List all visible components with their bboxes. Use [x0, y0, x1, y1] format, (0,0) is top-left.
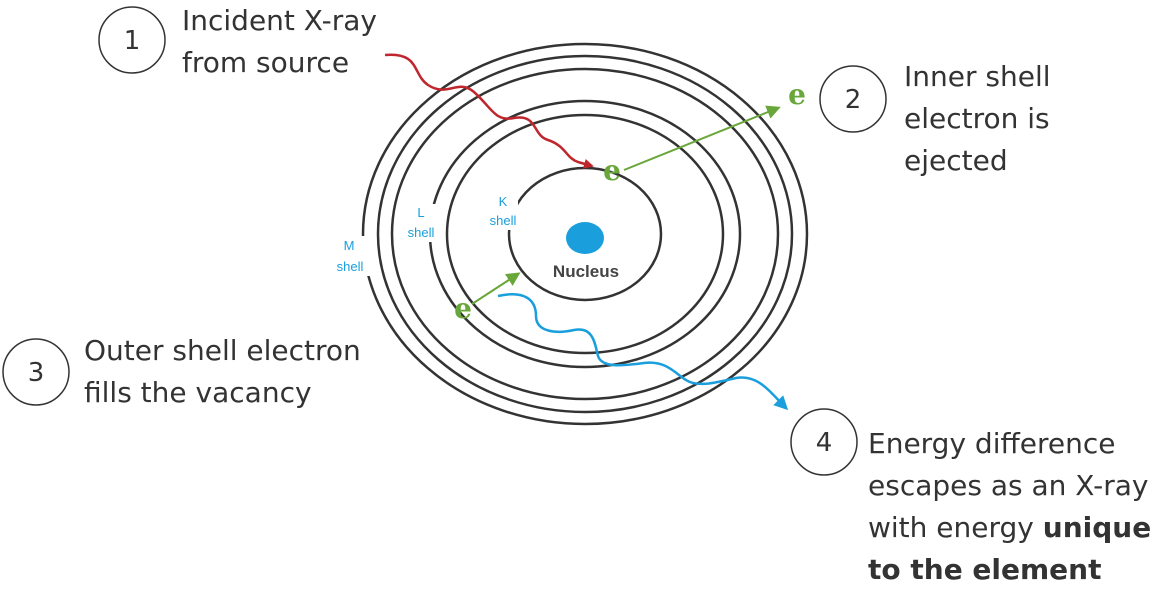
vacancy-fill-arrow [471, 272, 521, 305]
step-2-line-2: electron is [904, 102, 1050, 135]
step-3-text: Outer shell electron fills the vacancy [84, 330, 361, 414]
step-4-line-4: to the element [868, 549, 1151, 591]
step-4-line-1: Energy difference [868, 427, 1116, 460]
m-shell-label: M shell [332, 236, 370, 276]
ejected-electron-at-k-shell: e [603, 154, 621, 187]
step-4-line-2: escapes as an X-ray [868, 469, 1149, 502]
step-1-line-2: from source [182, 46, 350, 79]
svg-text:M: M [344, 238, 355, 253]
step-4-bold-element: to the element [868, 553, 1102, 586]
incident-xray-arrow [384, 53, 594, 169]
svg-text:shell: shell [337, 259, 364, 274]
step-4-bold-unique: unique [1042, 511, 1152, 544]
nucleus-dot [566, 222, 604, 254]
step-4-line-3: with energy unique [868, 507, 1151, 549]
step-3-line-1: Outer shell electron [84, 334, 361, 367]
step-3-line-2: fills the vacancy [84, 376, 312, 409]
step-2-text: Inner shell electron is ejected [904, 56, 1051, 182]
shells [361, 42, 809, 426]
step-2-line-1: Inner shell [904, 60, 1051, 93]
svg-text:L: L [417, 205, 424, 220]
step-4-line-3-regular: with energy [868, 511, 1034, 544]
ejected-electron-outside: e [788, 78, 806, 111]
svg-text:1: 1 [124, 26, 141, 56]
step-1-line-1: Incident X-ray [182, 4, 377, 37]
ejected-electron-arrow [623, 105, 781, 171]
k-shell-label: K shell [488, 192, 518, 230]
l-shell-label: L shell [404, 204, 440, 242]
outer-shell-electron: e [454, 292, 472, 325]
step-4-badge: 4 [790, 408, 858, 476]
svg-text:3: 3 [28, 358, 45, 388]
step-3-badge: 3 [2, 338, 70, 406]
emitted-xray-arrow [497, 293, 789, 411]
step-1-badge: 1 [98, 6, 166, 74]
svg-text:shell: shell [408, 225, 435, 240]
nucleus-label: Nucleus [553, 262, 619, 281]
m-shell-ring-2 [376, 54, 794, 414]
svg-text:2: 2 [845, 85, 862, 115]
step-1-text: Incident X-ray from source [182, 0, 377, 84]
l-shell-ring-inner [445, 113, 725, 355]
svg-text:K: K [499, 194, 508, 209]
step-2-badge: 2 [819, 65, 887, 133]
svg-text:shell: shell [490, 213, 517, 228]
m-shell-ring-1 [390, 67, 780, 401]
step-2-line-3: ejected [904, 144, 1008, 177]
step-4-text: Energy difference escapes as an X-ray wi… [868, 423, 1151, 591]
m-shell-ring-3 [361, 42, 809, 426]
svg-text:4: 4 [816, 428, 833, 458]
